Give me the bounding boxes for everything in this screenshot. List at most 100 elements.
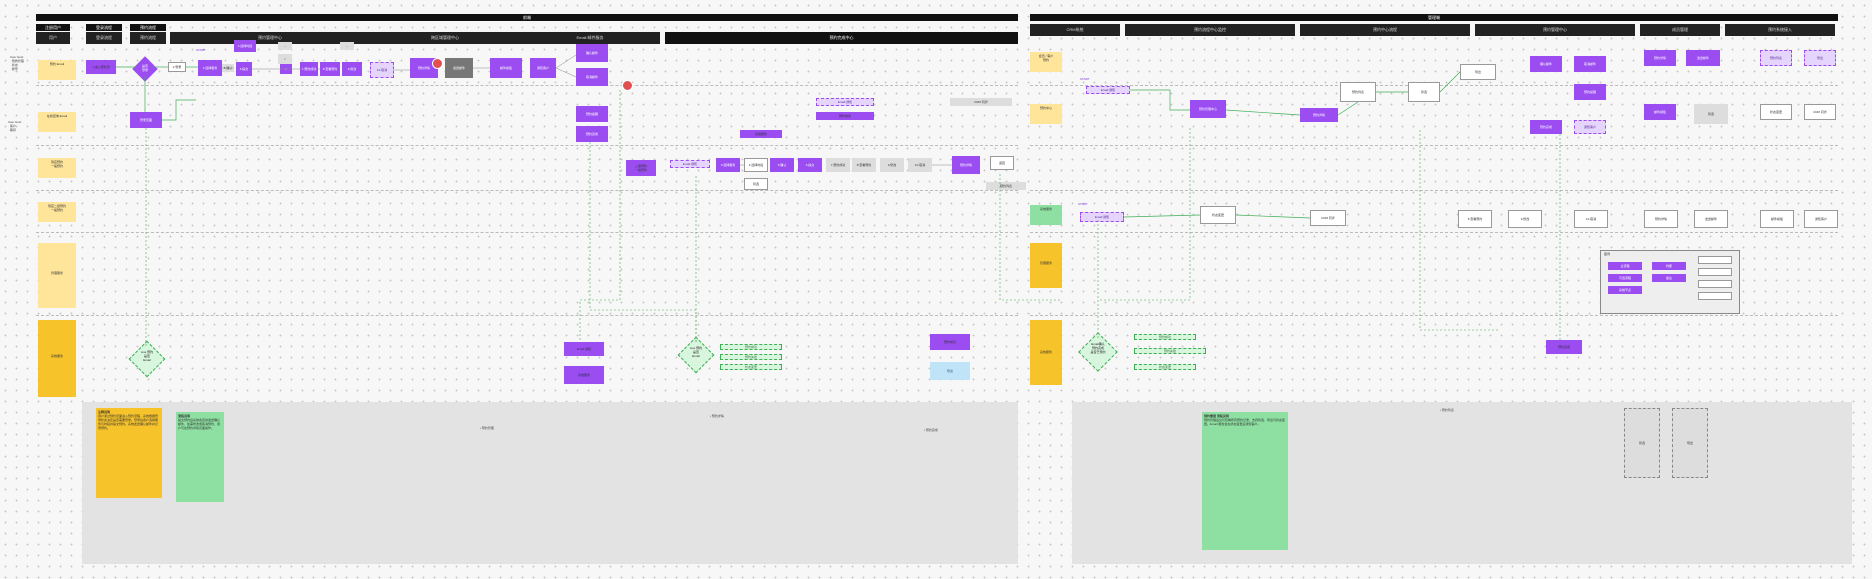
r-box-1[interactable]: 确认邮件 <box>1530 56 1562 72</box>
flow-box-view[interactable]: 8.查看预约 <box>320 62 340 76</box>
mid-step-7[interactable]: 9.修改 <box>880 158 904 172</box>
mid-step-12[interactable]: 筛选 <box>744 178 768 190</box>
flow-box-reminder[interactable]: 预约提醒 <box>576 106 608 122</box>
col-sub-4: 预约管理中心 <box>170 32 370 44</box>
r-box-16[interactable]: 10.取消 <box>1574 210 1608 228</box>
r-flow-8[interactable]: 状态变更 <box>1200 206 1236 224</box>
col-sub-3: 预约流程 <box>130 32 166 44</box>
flow-box-confirm-mail[interactable]: 确认邮件 <box>576 44 608 62</box>
mid-step-3[interactable]: 5.确认 <box>770 158 794 172</box>
r-box-9[interactable]: 预约列表 <box>1760 50 1792 66</box>
flow-box-login-page[interactable]: 登录页面 <box>130 112 162 128</box>
r-flow-2[interactable]: 预约详情 <box>1300 108 1338 122</box>
r-box-6[interactable]: 预约详情 <box>1644 50 1676 66</box>
r-flow-5[interactable]: 导出 <box>1460 64 1496 80</box>
email-step-2[interactable]: 预约成功 <box>816 112 874 120</box>
legend-swatch-2 <box>1698 268 1732 276</box>
start-label-1: START <box>196 48 206 52</box>
right-sticky-2: 预约中心 <box>1030 104 1062 124</box>
outcome-r2[interactable]: 预约失败 <box>1134 348 1206 354</box>
flow-box-template[interactable]: 邮件模板 <box>490 58 522 78</box>
r-box-11[interactable]: 筛选 <box>1694 104 1728 124</box>
note-bullet-4: • 预约列表 <box>1440 408 1454 412</box>
r-box-19[interactable]: 邮件模板 <box>1760 210 1794 228</box>
r-flow-3[interactable]: 预约列表 <box>1340 82 1376 102</box>
flow-box-entry[interactable]: 1.进入预约页 <box>86 60 116 74</box>
outcome-r1[interactable]: 预约成功 <box>1134 334 1196 340</box>
email-step-3[interactable]: CRM 同步 <box>950 98 1012 106</box>
flow-box-send-mail[interactable]: 发送邮件 <box>445 58 473 78</box>
r-flow-4[interactable]: 筛选 <box>1408 82 1440 102</box>
mid-step-email[interactable]: Email 通知 <box>670 160 710 168</box>
note-left-text: 用户通过预约页面进入预约流程，系统根据登录状态决定是否需要登录。登录后用户选择服… <box>98 414 159 430</box>
right-sticky-4: 管理服务 <box>1030 243 1062 288</box>
outcome-3[interactable]: 状态变更 <box>720 364 782 370</box>
rcol-4: 预约管理中心 <box>1475 24 1635 36</box>
outcome-r3[interactable]: 状态变更 <box>1134 364 1196 370</box>
outcome-2[interactable]: 预约失败 <box>720 354 782 360</box>
outcome-1[interactable]: 预约成功 <box>720 344 782 350</box>
r-box-4[interactable]: 预约完成 <box>1530 120 1562 134</box>
legend-item-3: 系统节点 <box>1608 286 1642 294</box>
r-flow-7[interactable]: Email 通知 <box>1080 212 1124 222</box>
legend-item-1: 主流程 <box>1608 262 1642 270</box>
mid-step-9[interactable]: 预约详情 <box>952 156 980 174</box>
email-step-1[interactable]: Email 通知 <box>816 98 874 106</box>
r-flow-6[interactable]: Email 通知 <box>1086 86 1130 94</box>
mid-step-5[interactable]: 7.预约成功 <box>826 158 850 172</box>
rcol-6: 预约系统接入 <box>1725 24 1835 36</box>
decision-label-left: Live 预约 是否 Email <box>140 350 154 362</box>
col-sub-1: 用户 <box>36 32 70 44</box>
legend-item-5: 备注 <box>1652 274 1686 282</box>
bottom-sticky-4: 导出 <box>930 362 970 380</box>
flow-box-small-1[interactable]: → <box>278 42 292 50</box>
mid-step-8[interactable]: 10.取消 <box>908 158 932 172</box>
mid-step-4[interactable]: 6.提交 <box>798 158 822 172</box>
r-box-14[interactable]: 8.查看预约 <box>1458 210 1492 228</box>
mid-step-6[interactable]: 8.查看预约 <box>852 158 876 172</box>
r-box-12[interactable]: 状态变更 <box>1760 104 1792 120</box>
flow-box-submit[interactable]: 6.提交 <box>236 62 252 76</box>
r-box-17[interactable]: 预约详情 <box>1644 210 1678 228</box>
note-green-text: 提交预约后系统会自动发送确认邮件，如需修改或取消预约，用户可在预约详情页面操作。 <box>178 418 221 430</box>
r-box-20[interactable]: 通知客户 <box>1804 210 1838 228</box>
flow-box-complete[interactable]: 预约完成 <box>576 126 608 142</box>
r-box-10[interactable]: 导出 <box>1804 50 1836 66</box>
rlane-divider-5 <box>1030 315 1838 316</box>
r-box-15[interactable]: 9.修改 <box>1508 210 1542 228</box>
flow-box-small-2[interactable]: → <box>340 42 354 50</box>
email-step-4[interactable]: 系统服务 <box>740 130 782 138</box>
lane-divider-2 <box>36 145 1018 146</box>
flow-box-login[interactable]: 2.登录 <box>168 62 186 72</box>
r-box-18[interactable]: 发送邮件 <box>1694 210 1728 228</box>
flow-box-select-service[interactable]: 3.选择服务 <box>198 60 222 76</box>
col-header-1: 注册用户 <box>36 24 70 31</box>
flow-box-detail[interactable]: 预约详情 <box>410 58 438 78</box>
connector-dashed-4 <box>579 90 621 342</box>
r-box-2[interactable]: 取消邮件 <box>1574 56 1606 72</box>
note-right-green: 预约管理 流程说明 预约管理后台可查看所有预约记录，支持筛选、导出与状态变更。E… <box>1202 412 1288 550</box>
flow-box-success[interactable]: 7.预约成功 <box>300 62 318 76</box>
mid-step-11[interactable]: 预约列表 <box>986 182 1026 190</box>
r-flow-9[interactable]: CRM 同步 <box>1310 210 1346 226</box>
r-box-7[interactable]: 发送邮件 <box>1686 50 1720 66</box>
flow-box-select-time[interactable]: 4.选择时段 <box>234 40 256 52</box>
col-header-2: 登录流程 <box>86 24 122 31</box>
left-sticky-1: 预约 Email <box>38 60 76 80</box>
flow-box-cancel-mail[interactable]: 取消邮件 <box>576 68 608 86</box>
note-box-2: 导出 <box>1672 408 1708 478</box>
r-box-3[interactable]: 预约提醒 <box>1574 84 1606 100</box>
flow-box-notify[interactable]: 通知客户 <box>530 58 556 78</box>
flow-box-small-3[interactable]: ✓ <box>278 54 292 64</box>
lane-divider-3 <box>36 190 1018 191</box>
stop-icon <box>622 80 633 91</box>
flow-box-cancel[interactable]: 10.取消 <box>370 62 394 78</box>
mid-step-2[interactable]: 4.选择时段 <box>744 158 768 172</box>
r-flow-1[interactable]: 预约管理中心 <box>1190 100 1226 118</box>
r-box-8[interactable]: 邮件模板 <box>1644 104 1676 120</box>
r-box-13[interactable]: CRM 同步 <box>1804 104 1836 120</box>
r-box-5[interactable]: 通知客户 <box>1574 120 1606 134</box>
flow-box-modify[interactable]: 9.修改 <box>342 62 362 76</box>
mid-step-10[interactable]: 返回 <box>990 156 1014 170</box>
mid-step-1[interactable]: 3.选择服务 <box>716 158 740 172</box>
